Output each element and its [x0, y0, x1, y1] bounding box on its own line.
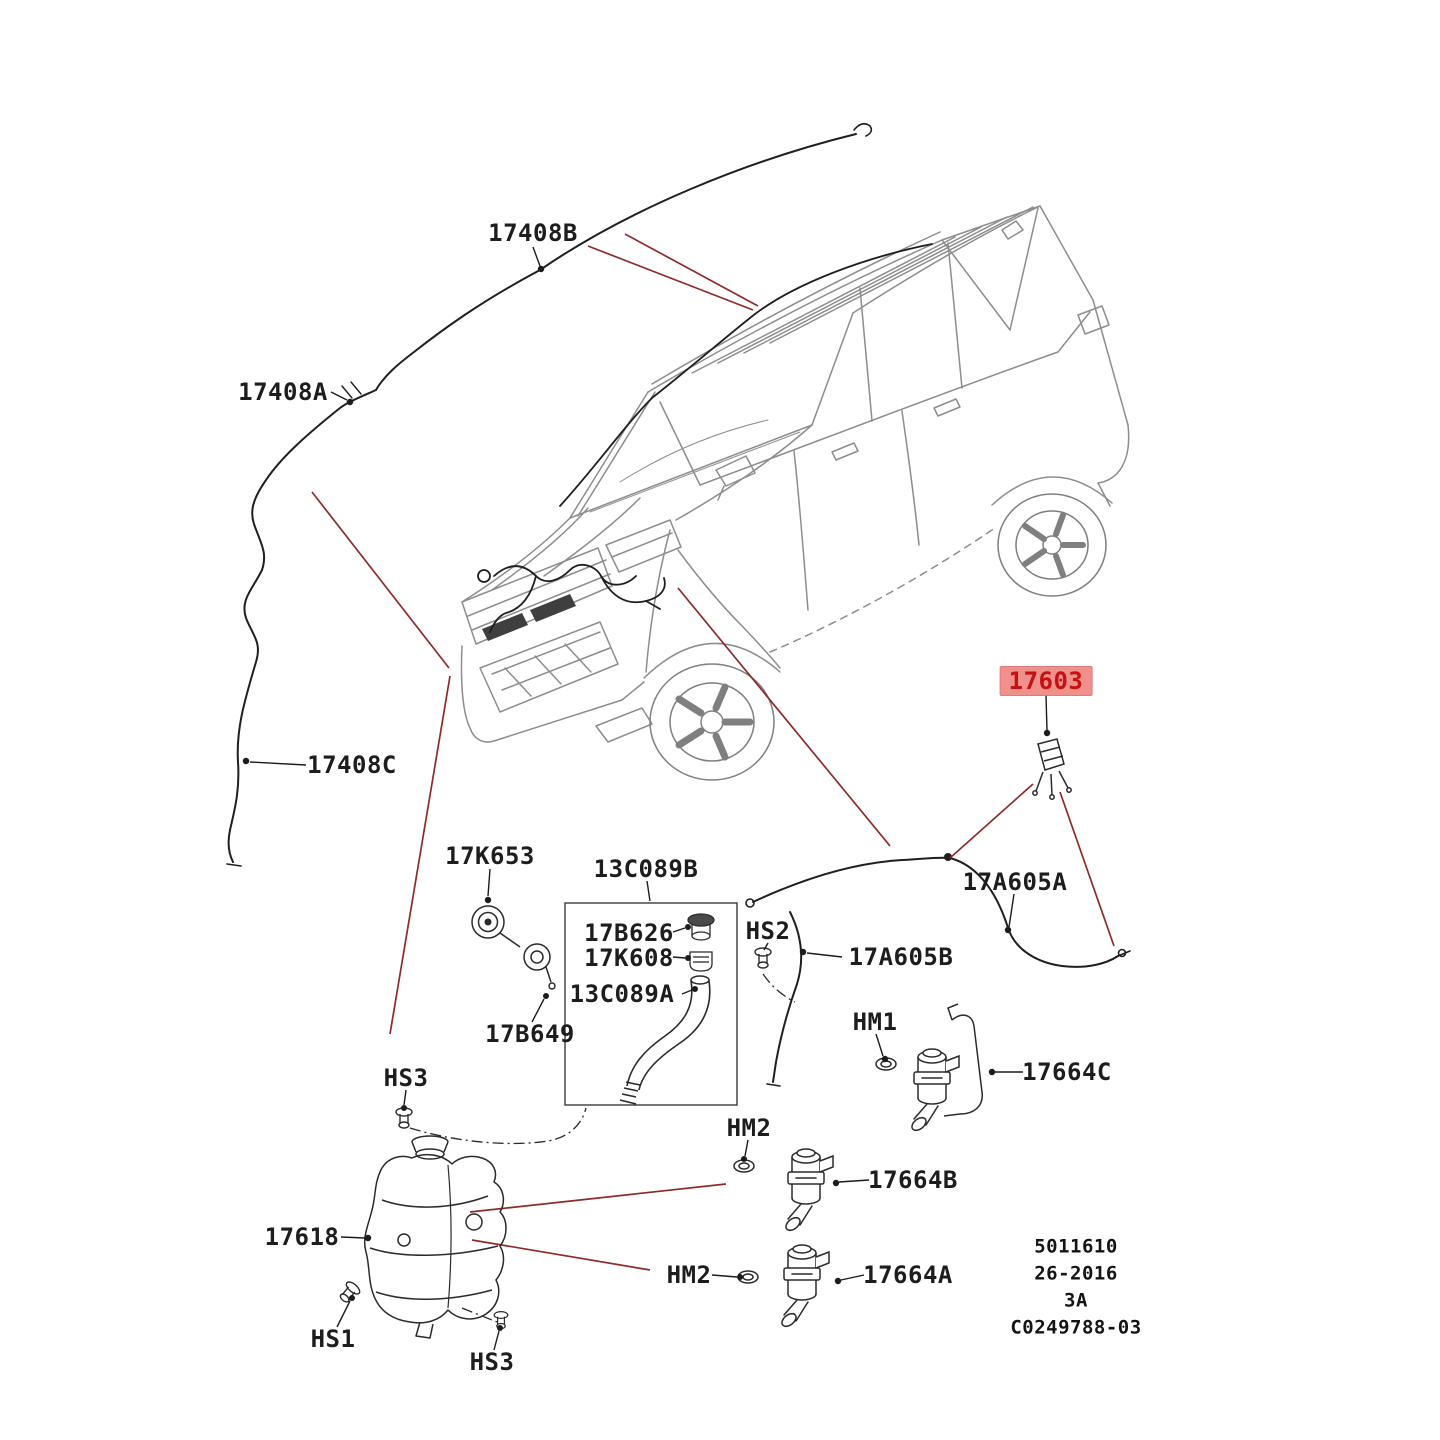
part-label-17603-highlighted: 17603 [999, 666, 1093, 696]
on-roof-hose [559, 243, 933, 507]
grille-lettering [482, 613, 528, 641]
part-label-17B626: 17B626 [584, 919, 674, 947]
rear-wheel [997, 493, 1107, 597]
front-end [460, 424, 813, 743]
pump-bracket [943, 1003, 983, 1117]
reservoir-17618 [363, 1135, 507, 1339]
sheet-code: 3A [1064, 1289, 1088, 1312]
tow-cover [595, 707, 653, 743]
red-leader-lines [311, 233, 1115, 1271]
front-wheel [649, 663, 775, 781]
part-label-HS3-lower: HS3 [469, 1348, 515, 1376]
windshield [569, 312, 854, 519]
antenna-fin [1001, 220, 1024, 240]
part-label-17664B: 17664B [868, 1166, 958, 1194]
cowl-harness [477, 563, 666, 633]
door-handle [933, 398, 961, 417]
hose-junction [944, 853, 952, 861]
part-label-17408C: 17408C [307, 751, 397, 779]
feed-hose-17A605B [772, 911, 803, 1083]
hose-end-tick [766, 1083, 781, 1087]
hose-end-tick [226, 863, 242, 867]
connector-17603 [1032, 738, 1072, 800]
leader-dots [242, 265, 1051, 1331]
part-label-HS2: HS2 [745, 917, 791, 945]
part-label-17408A: 17408A [238, 378, 328, 406]
part-label-13C089B: 13C089B [593, 855, 699, 883]
filler-neck-13C089A [619, 975, 711, 1105]
lower-grille [479, 621, 619, 713]
part-label-17408B: 17408B [488, 219, 578, 247]
tail-lamp [1077, 305, 1110, 335]
part-label-17664A: 17664A [863, 1261, 953, 1289]
hose-junction-ticks [341, 381, 362, 399]
rear-washer-hose-17408B [375, 133, 857, 391]
grille-lettering [530, 594, 576, 622]
part-label-17K653: 17K653 [445, 842, 535, 870]
cap-17B626 [687, 913, 715, 941]
part-label-17A605B: 17A605B [848, 943, 954, 971]
vehicle-illustration [460, 205, 1130, 781]
part-label-17K608: 17K608 [584, 944, 674, 972]
body-side [659, 242, 1091, 653]
hose-open-end [745, 898, 755, 908]
part-label-17618: 17618 [264, 1223, 340, 1251]
rear-end [941, 205, 1130, 507]
pump-17664C [908, 1003, 983, 1134]
side-mirror [715, 455, 756, 487]
headlight [605, 519, 682, 573]
pump-17664A [778, 1244, 830, 1330]
part-label-17B649: 17B649 [485, 1020, 575, 1048]
filter-17K608 [689, 951, 713, 972]
roof [647, 205, 1041, 393]
part-label-13C089A: 13C089A [569, 980, 675, 1008]
washer-hoses [226, 122, 1131, 1087]
filler-opening [415, 1148, 445, 1160]
rear-supply-hose-17A605A [752, 856, 1119, 968]
part-label-HM2-lower: HM2 [666, 1261, 712, 1289]
chain-lines [409, 973, 796, 1323]
date-code: 26-2016 [1034, 1262, 1118, 1285]
black-leader-lines [249, 246, 1048, 1351]
door-handle [831, 442, 859, 461]
hose-end-fitting [853, 122, 873, 137]
filler-assembly-box-13C089B [564, 902, 738, 1106]
hose-open-end [1117, 948, 1127, 958]
washer-jet-17K653 [471, 905, 556, 990]
part-label-HS3-upper: HS3 [383, 1064, 429, 1092]
part-label-17A605A: 17A605A [962, 868, 1068, 896]
drawing-code: C0249788-03 [1010, 1316, 1142, 1339]
catalog-number: 5011610 [1034, 1235, 1118, 1258]
fastener-HS2 [754, 947, 772, 969]
part-label-HM1: HM1 [852, 1008, 898, 1036]
front-washer-hose-17408A-17408C [227, 389, 377, 863]
part-label-HM2-upper: HM2 [726, 1114, 772, 1142]
part-label-HS1: HS1 [310, 1325, 356, 1353]
part-label-17664C: 17664C [1022, 1058, 1112, 1086]
pump-17664B [782, 1148, 834, 1234]
